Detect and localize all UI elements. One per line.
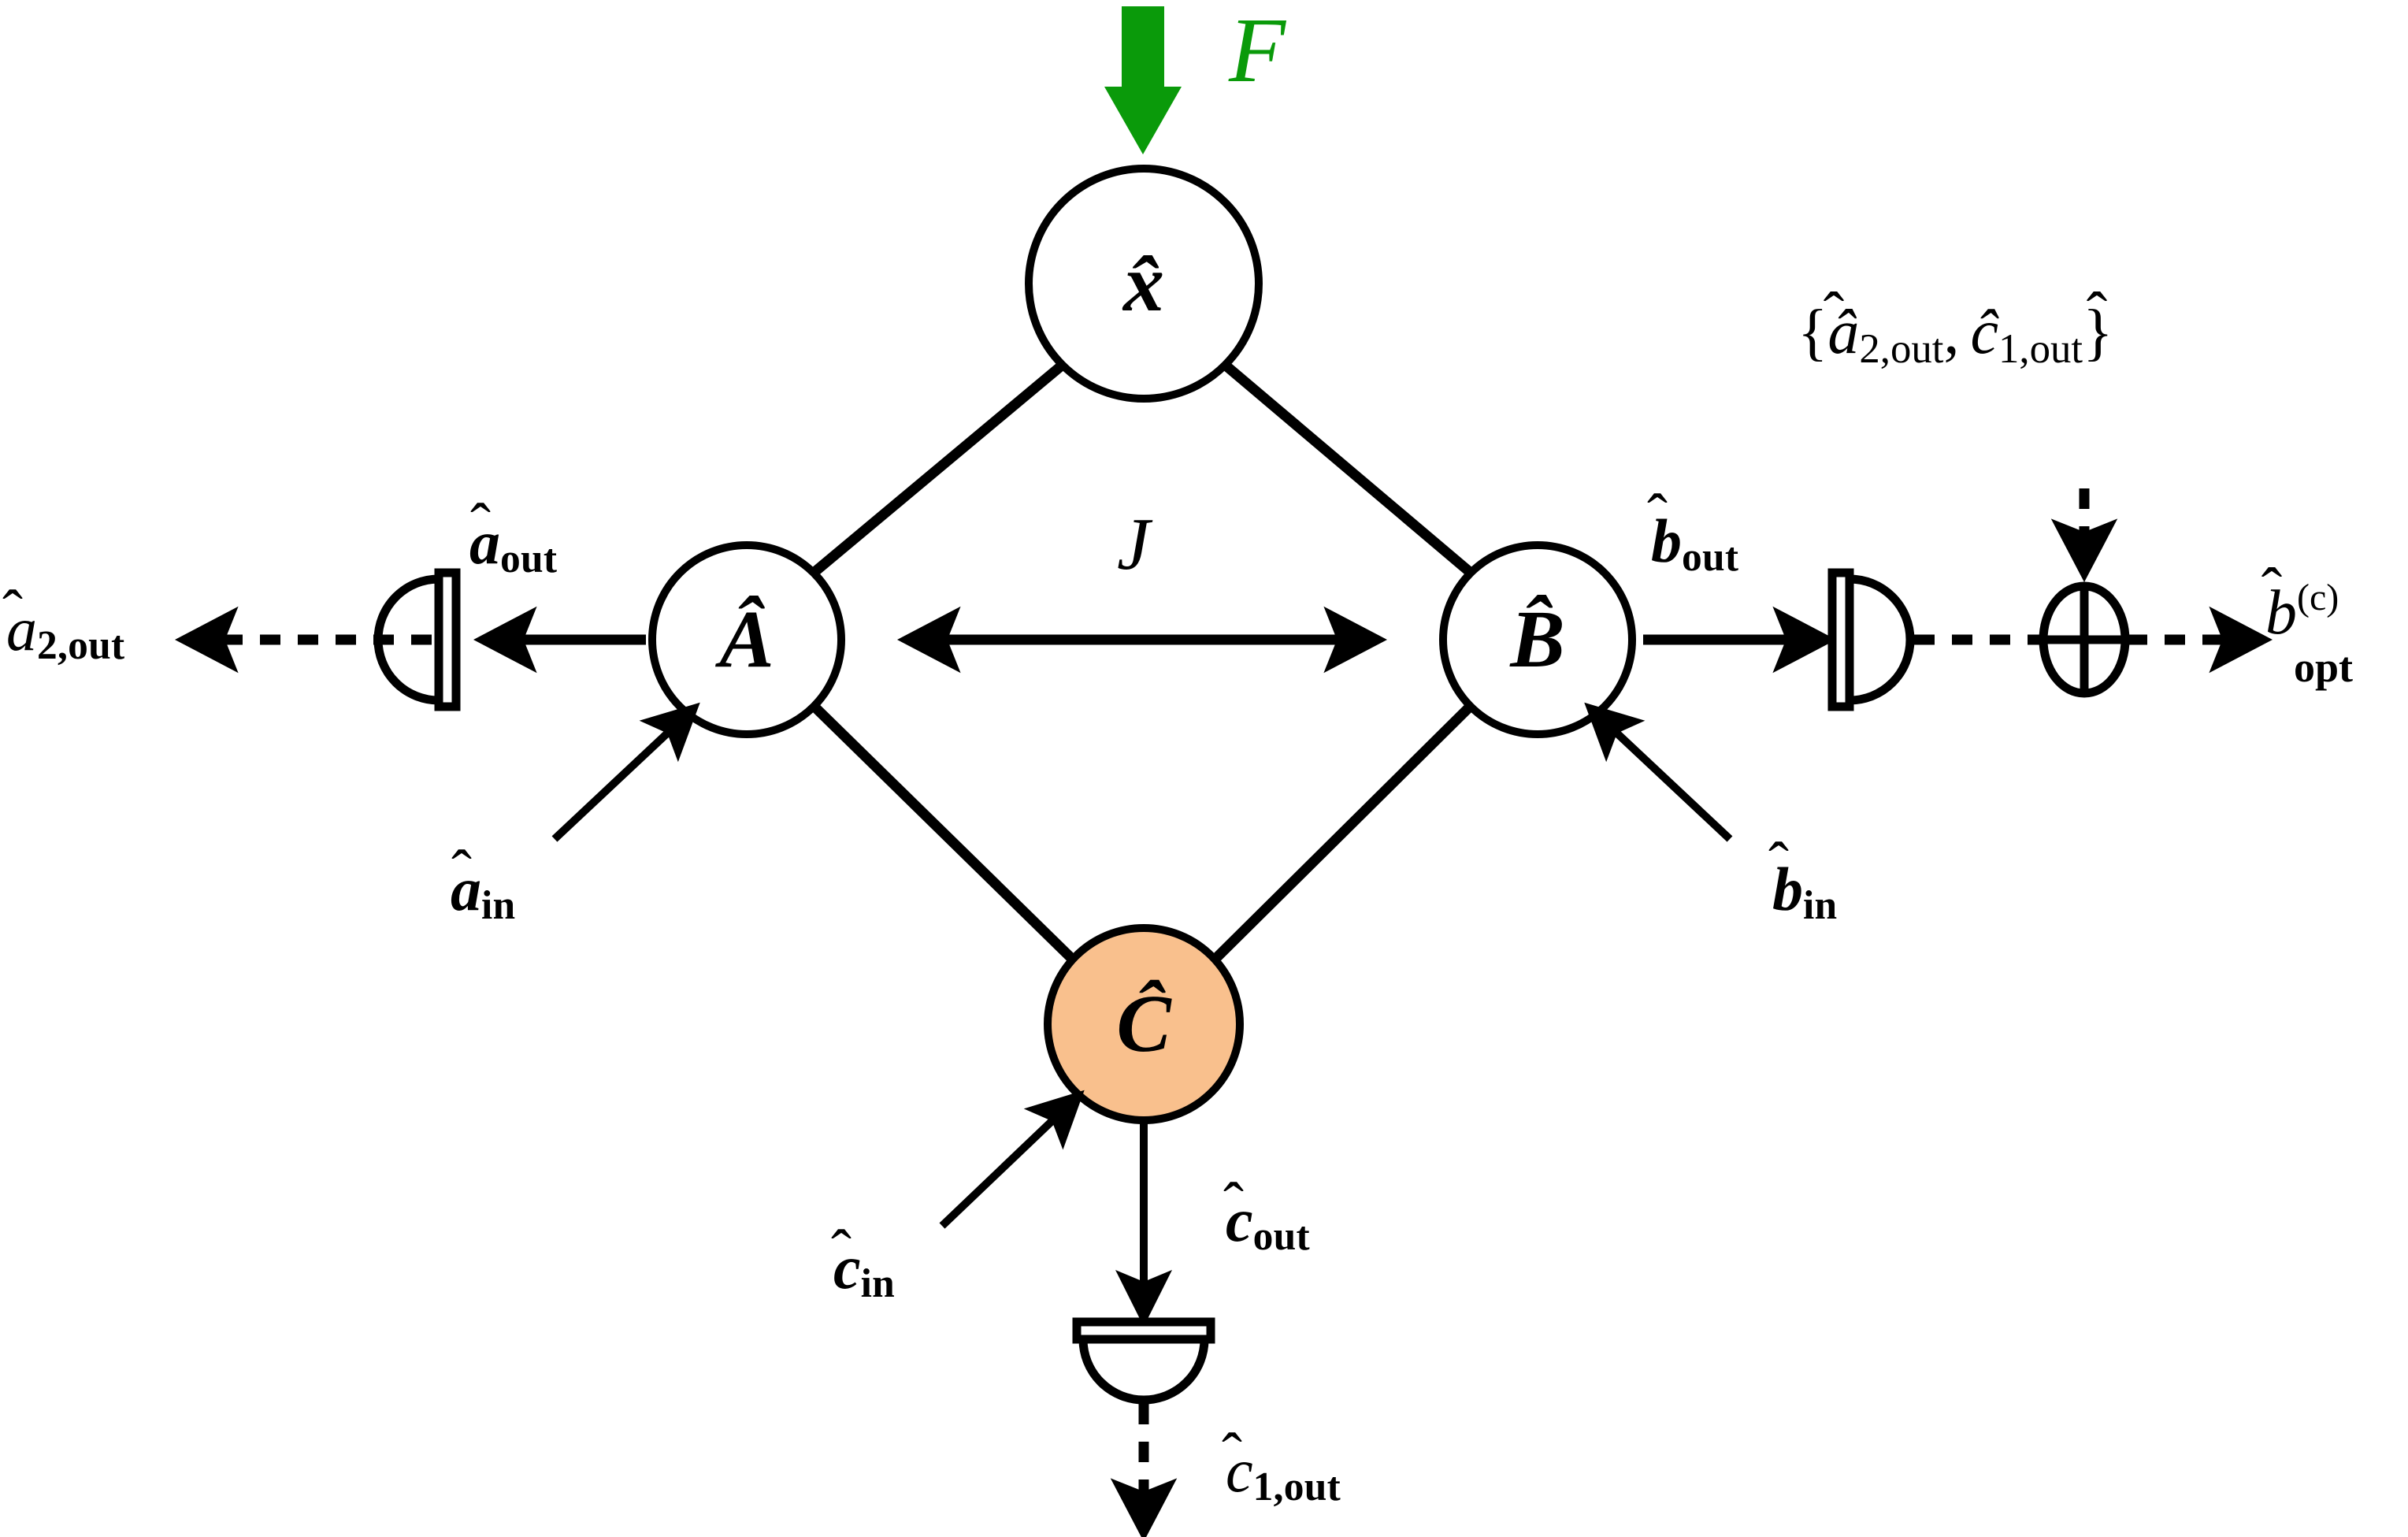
node-label-A: Â [719, 594, 774, 685]
force-arrow-F [1104, 6, 1182, 154]
edge-x-to-A [810, 361, 1067, 577]
label-b-opt: b(c) [2265, 579, 2339, 644]
label-c-out-base: c [1226, 1186, 1253, 1254]
label-c1-out-sub: 1,out [1252, 1465, 1341, 1510]
label-c-out: cout [1226, 1190, 1310, 1257]
node-label-C: Ĉ [1116, 978, 1171, 1069]
label-b-in-base: b [1772, 855, 1803, 923]
label-a2-out-base: a [6, 595, 37, 663]
node-A[interactable] [648, 541, 845, 738]
label-a-out-sub: out [500, 536, 558, 582]
detector-b-icon [1827, 568, 1915, 711]
arrow-a-in [551, 702, 700, 842]
set-item2-base: ĉ [1970, 298, 1998, 367]
node-label-x: x̂ [1123, 238, 1164, 329]
detector-c-icon [1072, 1317, 1215, 1405]
set-item1-base: â [1827, 298, 1860, 367]
set-open-brace: { [1798, 298, 1828, 367]
label-a-in-base: a [451, 855, 481, 923]
set-separator: , [1943, 298, 1960, 367]
label-a-in-sub: in [481, 883, 516, 929]
label-c-out-sub: out [1252, 1214, 1310, 1260]
label-b-in: bin [1772, 859, 1837, 926]
label-c1-out: c1,out [1226, 1440, 1341, 1508]
label-c-in-base: c [833, 1233, 861, 1301]
label-b-opt-sub: opt [2294, 644, 2354, 691]
set-item2-sub: 1,out [1998, 325, 2083, 372]
label-b-opt-base: b [2265, 578, 2297, 648]
label-c-in: cin [833, 1237, 895, 1305]
label-a-in: ain [451, 859, 515, 926]
set-notation: {â2,out,ĉ1,out} [1798, 298, 2113, 369]
label-a2-out-sub: 2,out [37, 623, 125, 669]
edge-B-to-C [1208, 704, 1472, 967]
label-b-out-base: b [1651, 507, 1682, 575]
coupling-label-J: J [1117, 503, 1150, 585]
set-close-brace: } [2083, 298, 2113, 367]
diamond-edges [810, 361, 1475, 967]
edge-A-to-C [812, 704, 1080, 967]
arrow-c-in [939, 1090, 1085, 1229]
arrow-b-in [1584, 702, 1733, 842]
label-a-out: aout [469, 512, 557, 580]
label-c-in-sub: in [860, 1261, 896, 1307]
label-b-out: bout [1651, 507, 1738, 578]
force-label-F: F [1229, 0, 1286, 102]
node-C[interactable] [1044, 924, 1244, 1124]
combiner-oplus-icon [2039, 581, 2130, 698]
node-B[interactable] [1439, 541, 1636, 738]
label-b-opt-sup: (c) [2297, 577, 2339, 619]
edge-x-to-B [1221, 361, 1475, 577]
set-item1-sub: 2,out [1859, 325, 1944, 372]
label-b-out-sub: out [1682, 535, 1739, 581]
label-a2-out: a2,out [6, 599, 124, 666]
node-x[interactable] [1025, 165, 1263, 403]
label-b-in-sub: in [1803, 883, 1838, 929]
label-c1-out-base: c [1226, 1436, 1253, 1505]
label-a-out-base: a [469, 508, 500, 577]
node-label-B: B̂ [1510, 594, 1565, 685]
